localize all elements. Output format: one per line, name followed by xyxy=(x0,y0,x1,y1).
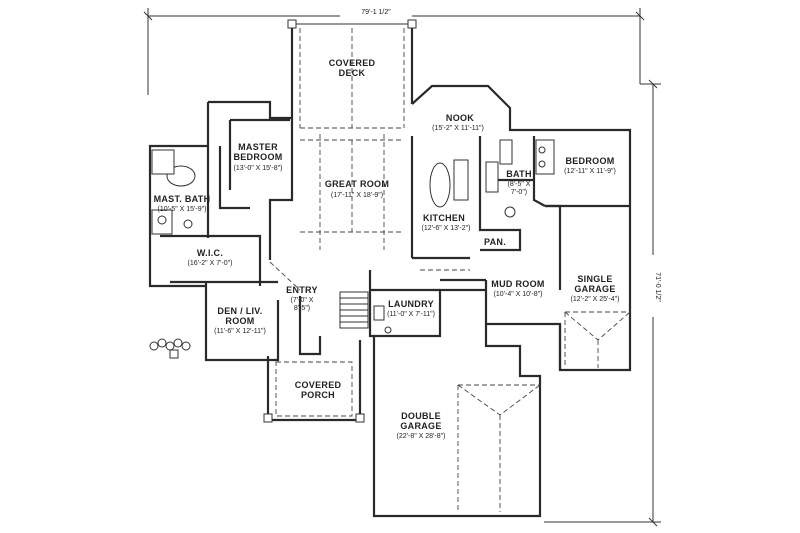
room-den-liv-room: DEN / LIV. ROOM (11'-6" X 12'-11") xyxy=(214,306,266,335)
room-name: KITCHEN xyxy=(423,213,465,223)
room-name: MASTER xyxy=(238,142,278,152)
fixtures xyxy=(151,139,555,334)
planters xyxy=(149,338,191,359)
room-name: ROOM xyxy=(225,316,254,326)
room-size: 7'-0") xyxy=(511,189,527,196)
room-size: (12'-2" X 25'-4") xyxy=(571,296,620,303)
room-name: BEDROOM xyxy=(565,156,614,166)
room-size: (11'-6" X 12'-11") xyxy=(214,328,266,335)
overall-width-dimension: 79'-1 1/2" xyxy=(361,9,391,16)
room-entry: ENTRY (7'-0" X 8'-5") xyxy=(286,285,318,312)
room-name: W.I.C. xyxy=(197,248,223,258)
room-double-garage: DOUBLE GARAGE (22'-8" X 28'-8") xyxy=(397,411,446,440)
room-mast-bath: MAST. BATH (10'-5" X 15'-9") xyxy=(154,194,211,213)
room-name: DEN / LIV. xyxy=(217,306,262,316)
room-name: COVERED xyxy=(295,380,342,390)
room-great-room: GREAT ROOM (17'-11" X 18'-9") xyxy=(325,179,389,199)
stairs xyxy=(339,291,369,329)
room-wic: W.I.C. (16'-2" X 7'-0") xyxy=(188,248,233,267)
room-name: BEDROOM xyxy=(233,152,282,162)
great-room-beams xyxy=(269,134,470,291)
room-size: (13'-0" X 15'-8") xyxy=(234,165,283,172)
room-bedroom: BEDROOM (12'-11" X 11'-9") xyxy=(564,156,616,175)
room-name: DECK xyxy=(339,68,366,78)
room-name: MAST. BATH xyxy=(154,194,211,204)
room-name: PAN. xyxy=(484,237,506,247)
dimension-lines xyxy=(143,8,661,527)
room-name: DOUBLE xyxy=(401,411,441,421)
room-name: COVERED xyxy=(329,58,376,68)
room-kitchen: KITCHEN (12'-6" X 13'-2") xyxy=(422,213,471,232)
room-name: MUD ROOM xyxy=(491,279,544,289)
room-mud-room: MUD ROOM (10'-4" X 10'-8") xyxy=(491,279,544,298)
room-single-garage: SINGLE GARAGE (12'-2" X 25'-4") xyxy=(571,274,620,303)
room-size: (11'-0" X 7'-11") xyxy=(387,311,435,318)
room-name: BATH xyxy=(506,169,532,179)
room-size: (22'-8" X 28'-8") xyxy=(397,433,446,440)
room-size: (10'-5" X 15'-9") xyxy=(158,206,207,213)
room-size: (16'-2" X 7'-0") xyxy=(188,260,233,267)
room-name: SINGLE xyxy=(577,274,612,284)
room-size: (12'-6" X 13'-2") xyxy=(422,225,471,232)
room-size: (17'-11" X 18'-9") xyxy=(331,192,383,199)
room-name: PORCH xyxy=(301,390,335,400)
room-name: GARAGE xyxy=(574,284,615,294)
room-pantry: PAN. xyxy=(484,237,506,247)
room-name: ENTRY xyxy=(286,285,318,295)
room-name: GREAT ROOM xyxy=(325,179,389,189)
room-size: (8'-5" X xyxy=(508,181,531,188)
garage-walls xyxy=(372,311,631,518)
room-size: (10'-4" X 10'-8") xyxy=(494,291,543,298)
room-covered-deck: COVERED DECK xyxy=(329,58,376,78)
room-size: (12'-11" X 11'-9") xyxy=(564,168,616,175)
room-bath: BATH (8'-5" X 7'-0") xyxy=(506,169,532,196)
room-name: LAUNDRY xyxy=(388,299,434,309)
room-name: GARAGE xyxy=(400,421,441,431)
room-size: 8'-5") xyxy=(294,305,310,312)
interior-walls xyxy=(160,118,546,356)
room-size: (15'-2" X 11'-11") xyxy=(432,125,484,132)
room-nook: NOOK (15'-2" X 11'-11") xyxy=(432,113,484,132)
room-size: (7'-0" X xyxy=(291,297,314,304)
overall-depth-dimension: 71'-0 1/2" xyxy=(654,272,661,302)
room-master-bedroom: MASTER BEDROOM (13'-0" X 15'-8") xyxy=(233,142,282,172)
covered-deck-structure xyxy=(287,19,417,129)
room-name: NOOK xyxy=(446,113,474,123)
room-laundry: LAUNDRY (11'-0" X 7'-11") xyxy=(387,299,435,318)
covered-porch-structure xyxy=(263,340,365,423)
room-covered-porch: COVERED PORCH xyxy=(295,380,342,400)
